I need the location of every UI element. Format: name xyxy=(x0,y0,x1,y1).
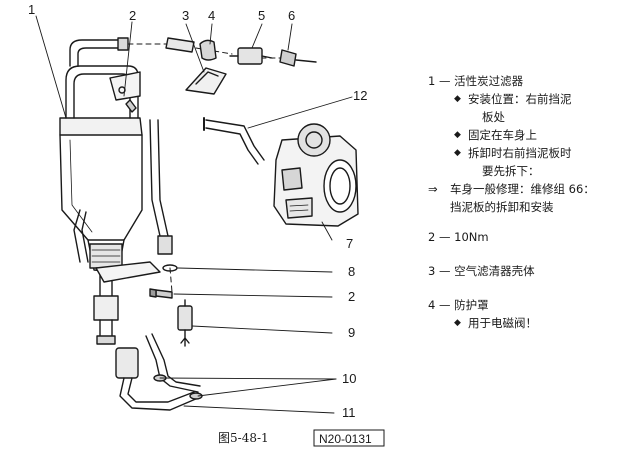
connector xyxy=(279,49,317,67)
throttle-body xyxy=(273,123,359,227)
callout-2-bottom: 2 xyxy=(348,289,355,304)
callout-7: 7 xyxy=(346,236,353,251)
figure-code: N20-0131 xyxy=(319,432,372,446)
callout-3: 3 xyxy=(182,8,189,23)
callout-9: 9 xyxy=(348,325,355,340)
legend-item-1-notes-2: 固定在车身上 拆卸时右前挡泥板时 xyxy=(454,126,624,162)
callout-6: 6 xyxy=(288,8,295,23)
lower-hose xyxy=(115,333,201,411)
legend-note: 固定在车身上 xyxy=(454,126,624,144)
bolt-lower xyxy=(149,288,173,299)
reference-arrow-icon: ⇒ xyxy=(428,182,438,196)
solenoid-valve xyxy=(229,47,273,65)
legend-note-continuation: 板处 xyxy=(482,110,505,124)
parts-legend: 1 — 活性炭过滤器 安装位置：右前挡泥 板处 固定在车身上 拆卸时右前挡泥板时… xyxy=(428,72,624,332)
protective-cap xyxy=(185,39,227,95)
hose-clip-upper xyxy=(162,264,178,272)
legend-note: 安装位置：右前挡泥 xyxy=(454,90,624,108)
figure-code-box xyxy=(313,429,385,447)
legend-note: 拆卸时右前挡泥板时 xyxy=(454,144,624,162)
charcoal-canister xyxy=(59,37,173,345)
hose-piece xyxy=(165,37,195,53)
legend-item-3-title: 3 — 空气滤清器壳体 xyxy=(428,264,535,278)
legend-item-4-title: 4 — 防护罩 xyxy=(428,298,489,312)
callout-1: 1 xyxy=(28,2,35,17)
callout-12: 12 xyxy=(353,88,367,103)
legend-reference: ⇒ 车身一般修理：维修组 66： xyxy=(428,180,624,198)
bolt-upper xyxy=(125,99,137,113)
legend-item-4: 4 — 防护罩 用于电磁阀！ xyxy=(428,296,624,332)
legend-note-continuation: 要先拆下： xyxy=(482,164,540,178)
vent-hose xyxy=(203,117,265,165)
callout-5: 5 xyxy=(258,8,265,23)
legend-item-1-title: 1 — 活性炭过滤器 xyxy=(428,74,524,88)
legend-item-1: 1 — 活性炭过滤器 安装位置：右前挡泥 板处 固定在车身上 拆卸时右前挡泥板时… xyxy=(428,72,624,216)
callout-4: 4 xyxy=(208,8,215,23)
legend-item-2: 2 — 10Nm xyxy=(428,228,624,246)
legend-reference-line: 车身一般修理：维修组 66： xyxy=(450,182,595,196)
legend-reference-line-2: 挡泥板的拆卸和安装 xyxy=(450,200,554,214)
check-valve xyxy=(177,299,193,347)
figure-caption: 图5-48-1 xyxy=(218,431,269,445)
callout-8: 8 xyxy=(348,264,355,279)
callout-2-top: 2 xyxy=(129,8,136,23)
legend-item-4-notes: 用于电磁阀！ xyxy=(454,314,624,332)
callout-11: 11 xyxy=(342,405,356,420)
legend-note: 用于电磁阀！ xyxy=(454,314,624,332)
legend-item-1-notes: 安装位置：右前挡泥 xyxy=(454,90,624,108)
callout-10: 10 xyxy=(342,371,356,386)
legend-item-2-title: 2 — 10Nm xyxy=(428,230,489,244)
legend-item-3: 3 — 空气滤清器壳体 xyxy=(428,262,624,280)
